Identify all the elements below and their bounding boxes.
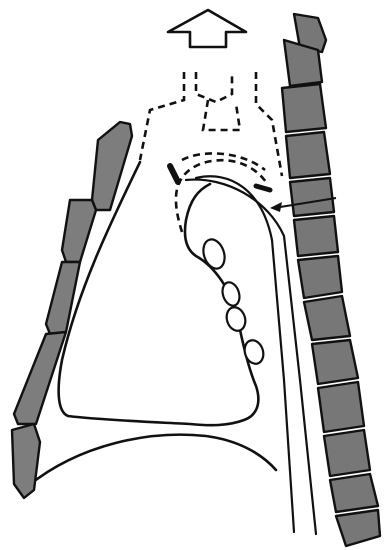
- lymph-node: [224, 305, 249, 333]
- sternum: [12, 122, 132, 498]
- vertebra: [330, 474, 378, 512]
- arch-mark-left: [170, 166, 178, 182]
- vertebra: [318, 382, 364, 432]
- dashed-vessel-right: [256, 72, 282, 176]
- vertebra: [286, 132, 330, 178]
- arch-mark-right: [256, 186, 270, 190]
- sternum-segment: [12, 424, 40, 498]
- dashed-vessel-mid-left: [196, 72, 232, 102]
- dashed-vessel-mid: [203, 100, 240, 130]
- vertebra: [290, 178, 334, 216]
- lymph-node: [200, 237, 228, 272]
- diaphragm-arc: [28, 435, 276, 486]
- vertebral-column: [282, 14, 380, 546]
- vertebra: [324, 430, 370, 476]
- lymph-node-group: [200, 237, 266, 367]
- sternum-segment: [62, 200, 96, 262]
- vertebra: [282, 84, 326, 132]
- lymph-node: [242, 338, 267, 366]
- up-arrow-icon: [168, 10, 246, 47]
- vertebra: [304, 296, 350, 340]
- dashed-vessel-left: [140, 72, 184, 160]
- vertebra: [312, 340, 358, 384]
- vertebra: [336, 510, 380, 546]
- vertebra: [298, 256, 342, 298]
- sternum-segment: [92, 122, 132, 210]
- sternum-segment: [46, 262, 80, 334]
- vertebra: [294, 216, 338, 256]
